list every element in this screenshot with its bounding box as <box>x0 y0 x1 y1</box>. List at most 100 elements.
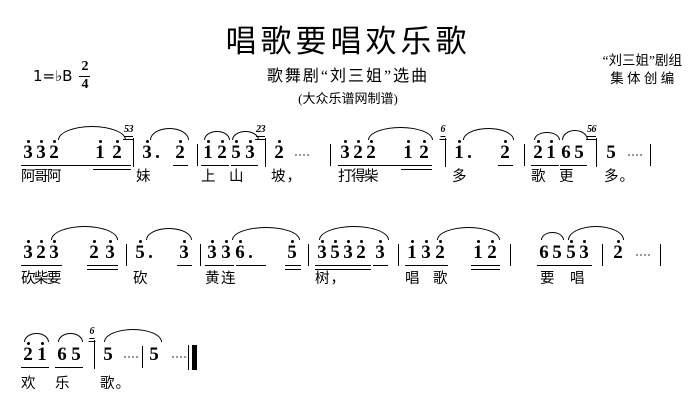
note-digit: 5 <box>71 344 81 365</box>
grace-note-stem <box>94 340 96 369</box>
beam-underline <box>173 165 188 167</box>
note-digit: 3 <box>23 242 33 263</box>
octave-dot <box>616 240 620 243</box>
grace-note: 23 <box>255 125 266 140</box>
note-digit: 6 <box>57 344 67 365</box>
barline <box>330 144 332 166</box>
lyric-char: 坡， <box>271 169 302 185</box>
note-digit: 3 <box>142 142 152 163</box>
note-digit: 1 <box>546 142 556 163</box>
note-digit: 3 <box>421 242 431 263</box>
lyric-char: 哥 <box>34 169 50 185</box>
beam-underline <box>531 165 559 167</box>
slur-arc <box>437 227 500 240</box>
slur-arc <box>541 232 564 240</box>
duration-dash <box>124 356 138 358</box>
barline <box>602 244 604 266</box>
note-digit: 2 <box>274 142 284 163</box>
note-digit: 3 <box>105 242 115 263</box>
note-digit: 3 <box>340 142 350 163</box>
octave-dot <box>569 240 573 243</box>
beam-underline <box>471 265 500 267</box>
note-digit: 2 <box>487 242 497 263</box>
beam-underline <box>537 265 564 267</box>
duration-dot <box>468 155 471 158</box>
octave-dot <box>536 140 540 143</box>
duration-dot <box>249 255 252 258</box>
octave-dot <box>178 140 182 143</box>
octave-dot <box>378 240 382 243</box>
grace-note: 6 <box>439 124 446 140</box>
octave-dot <box>457 140 461 143</box>
beam-underline <box>205 265 234 267</box>
slur-arc <box>146 228 192 240</box>
beam-underline <box>285 269 301 271</box>
lyric-char: 得 <box>351 169 367 185</box>
grace-note-stem <box>265 138 267 167</box>
lyric-char: 多 <box>452 169 468 185</box>
octave-dot <box>503 140 507 143</box>
beam-underline <box>55 367 83 369</box>
grace-note-digits: 6 <box>440 124 445 137</box>
octave-dot <box>410 240 414 243</box>
grace-note-digits: 56 <box>587 124 597 137</box>
octave-dot <box>92 240 96 243</box>
beam-underline <box>315 265 371 267</box>
note-digit: 3 <box>343 242 353 263</box>
note-digit: 2 <box>533 142 543 163</box>
beam-underline <box>315 269 371 271</box>
beam-underline <box>338 165 432 167</box>
time-signature: 2 4 <box>79 59 91 92</box>
octave-dot <box>248 140 252 143</box>
octave-dot <box>238 240 242 243</box>
barline <box>398 244 400 266</box>
beam-underline <box>564 265 592 267</box>
lyric-char: 歌 <box>433 271 449 287</box>
note-digit: 3 <box>49 242 59 263</box>
note-digit: 2 <box>217 142 227 163</box>
octave-dot <box>346 240 350 243</box>
song-subtitle: 歌舞剧“刘三姐”选曲 <box>266 68 430 85</box>
octave-dot <box>26 240 30 243</box>
octave-dot <box>333 240 337 243</box>
octave-dot <box>224 240 228 243</box>
lyric-char: 要 <box>540 271 556 287</box>
credit-authors: 集 体 创 编 <box>610 71 675 87</box>
octave-dot <box>206 140 210 143</box>
slur-arc <box>58 126 126 140</box>
slur-arc <box>150 128 189 140</box>
beam-underline <box>87 265 118 267</box>
barline <box>142 346 144 368</box>
beam-underline <box>21 367 49 369</box>
note-digit: 1 <box>403 142 413 163</box>
final-barline-thin <box>188 345 190 370</box>
note-digit: 3 <box>317 242 327 263</box>
note-digit: 2 <box>500 142 510 163</box>
beam-underline <box>21 265 62 267</box>
octave-dot <box>210 240 214 243</box>
key-time-signature: 1=♭B 2 4 <box>33 59 91 92</box>
lyric-char: 要 <box>47 271 63 287</box>
beam-underline <box>373 265 388 267</box>
lyric-char: 唱 <box>570 271 586 287</box>
lyric-char: 砍 <box>21 271 37 287</box>
lyric-char: 欢 <box>21 376 37 392</box>
lyric-char: 歌 <box>531 169 547 185</box>
note-digit: 2 <box>175 142 185 163</box>
duration-dot <box>149 255 152 258</box>
beam-underline <box>177 265 192 267</box>
grace-note: 6 <box>88 327 95 342</box>
grace-note-stem <box>133 138 135 167</box>
beam-underline <box>285 265 301 267</box>
octave-dot <box>108 240 112 243</box>
note-digit: 2 <box>366 142 376 163</box>
slur-arc <box>534 132 560 140</box>
grace-note-digits: 23 <box>256 124 266 137</box>
octave-dot <box>39 140 43 143</box>
note-digit: 3 <box>36 142 46 163</box>
note-digit: 3 <box>221 242 231 263</box>
lyric-char: 连 <box>221 271 237 287</box>
octave-dot <box>182 240 186 243</box>
beam-underline <box>471 269 500 271</box>
lyric-char: 上 <box>201 169 217 185</box>
